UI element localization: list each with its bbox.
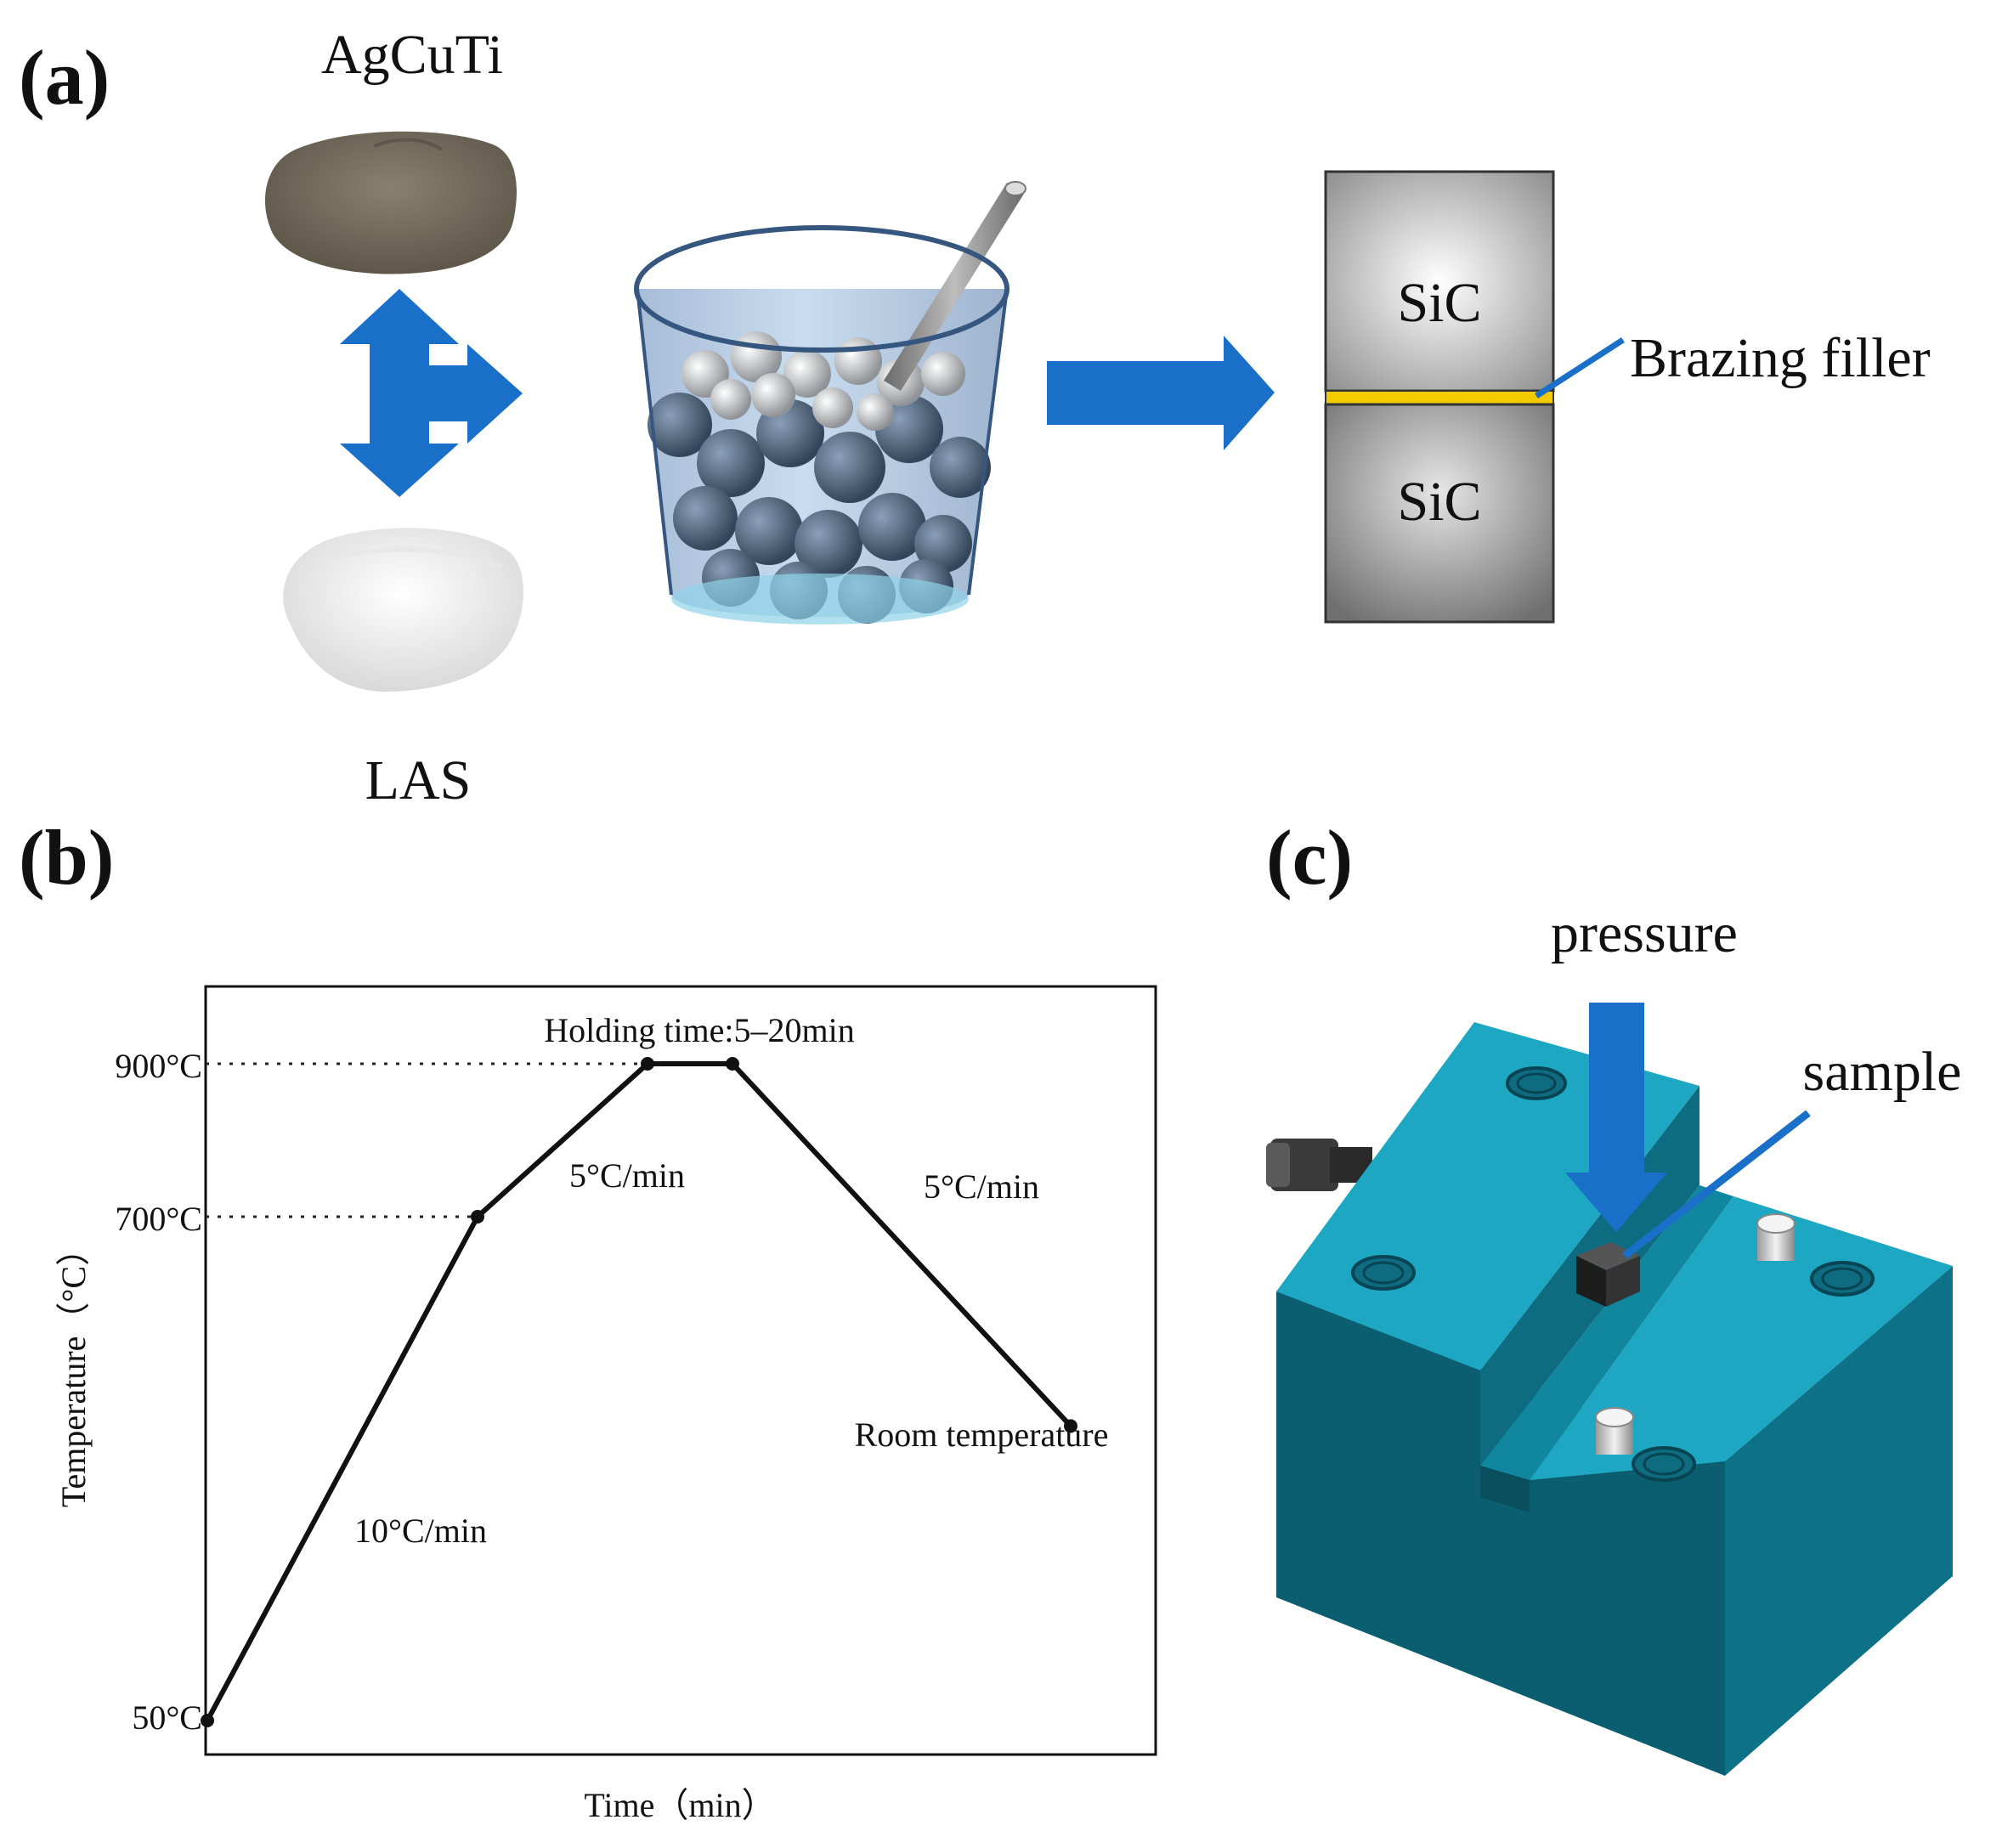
filler-pointer-line — [1535, 337, 1625, 398]
panel-a-label: (a) — [19, 34, 110, 121]
panel-a: (a) AgCuTi LAS — [19, 24, 1931, 811]
las-label: LAS — [365, 749, 472, 811]
ball-mill-jar-image — [634, 181, 1026, 624]
room-temperature-annotation: Room temperature — [855, 1416, 1109, 1454]
y-tick-900: 900°C — [115, 1047, 202, 1085]
groove-floor — [1480, 1185, 1733, 1480]
process-arrow-icon — [1047, 336, 1275, 450]
agcuti-label: AgCuTi — [321, 24, 503, 86]
profile-point-1 — [471, 1210, 484, 1224]
las-powder-image — [283, 528, 523, 692]
panel-b-label: (b) — [19, 814, 114, 901]
screw-holes — [1351, 1066, 1875, 1482]
sic-bottom-label: SiC — [1397, 471, 1481, 533]
agcuti-powder-image — [264, 131, 517, 274]
sample-pointer-line — [1622, 1110, 1811, 1259]
panel-c-label: (c) — [1266, 814, 1353, 901]
sample-label: sample — [1803, 1041, 1962, 1103]
sample-cube — [1576, 1242, 1640, 1307]
sic-joint-schematic: SiC SiC Brazing filler — [1324, 170, 1931, 624]
fixture-right-face — [1725, 1266, 1953, 1776]
mixing-arrow-icon — [340, 289, 523, 497]
panel-c: (c) — [1266, 814, 1961, 1776]
pressure-label: pressure — [1551, 902, 1738, 964]
locating-pins — [1595, 1213, 1796, 1455]
sic-bottom-block — [1324, 403, 1555, 624]
pressure-arrow-icon — [1565, 1003, 1667, 1232]
heating-rate-10-annotation: 10°C/min — [354, 1512, 487, 1550]
brazing-filler-label: Brazing filler — [1630, 327, 1931, 389]
profile-point-4 — [1064, 1419, 1077, 1433]
profile-point-3 — [726, 1057, 739, 1071]
x-axis-label: Time（min） — [584, 1786, 775, 1824]
cooling-rate-annotation: 5°C/min — [924, 1167, 1039, 1206]
y-tick-50: 50°C — [132, 1698, 202, 1737]
side-bolt — [1266, 1139, 1372, 1191]
sic-top-label: SiC — [1397, 272, 1481, 334]
y-axis-label: Temperature（°C） — [54, 1232, 93, 1507]
y-tick-700: 700°C — [115, 1200, 202, 1238]
profile-point-2 — [641, 1057, 654, 1071]
profile-point-0 — [201, 1714, 214, 1727]
t-arrow-shape — [340, 289, 523, 497]
brazing-fixture-image — [1266, 1022, 1953, 1776]
brazing-filler-layer — [1325, 390, 1554, 405]
plot-frame — [204, 985, 1157, 1756]
sic-top-block — [1324, 170, 1555, 393]
temperature-profile-series — [201, 1057, 1077, 1727]
holding-time-annotation: Holding time:5–20min — [544, 1011, 855, 1049]
heating-rate-5-annotation: 5°C/min — [569, 1156, 685, 1195]
panel-b: (b) 900°C 700°C 50°C Holding time:5–20mi… — [19, 814, 1157, 1824]
